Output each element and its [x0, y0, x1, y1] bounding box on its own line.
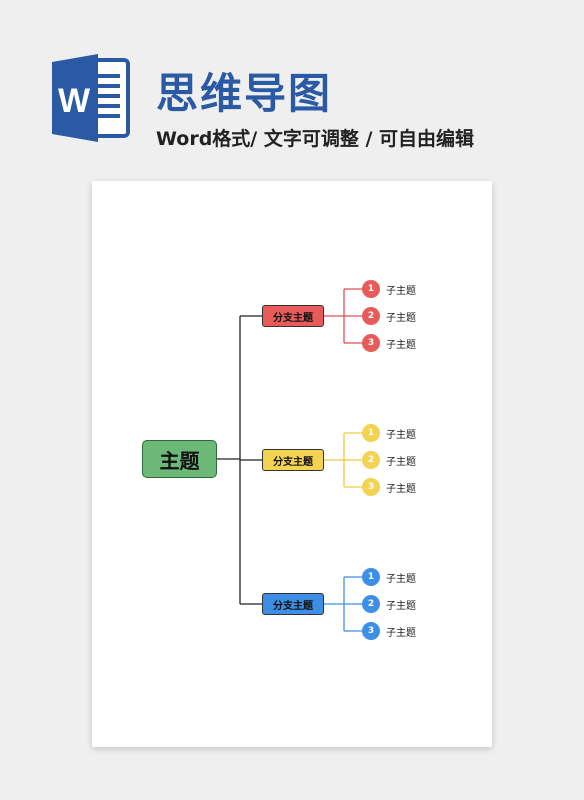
root-topic[interactable]: 主题 [142, 440, 217, 478]
branch-topic-3[interactable]: 分支主题 [262, 593, 324, 615]
subtopic-label[interactable]: 子主题 [386, 457, 416, 468]
subtopic-number-badge: 3 [362, 478, 380, 496]
word-icon: W [52, 54, 130, 142]
subtopic-label[interactable]: 子主题 [386, 286, 416, 297]
page-subtitle: Word格式/ 文字可调整 / 可自由编辑 [156, 128, 475, 150]
subtopic-label[interactable]: 子主题 [386, 484, 416, 495]
subtopic-number-badge: 1 [362, 280, 380, 298]
subtopic-number-badge: 1 [362, 424, 380, 442]
subtopic-number-badge: 2 [362, 307, 380, 325]
subtopic-label[interactable]: 子主题 [386, 430, 416, 441]
subtopic-number-badge: 1 [362, 568, 380, 586]
subtopic-label[interactable]: 子主题 [386, 574, 416, 585]
subtopic-number-badge: 3 [362, 622, 380, 640]
subtopic-number-badge: 3 [362, 334, 380, 352]
page-title: 思维导图 [156, 69, 333, 118]
subtopic-label[interactable]: 子主题 [386, 601, 416, 612]
subtopic-label[interactable]: 子主题 [386, 628, 416, 639]
word-logo-letter: W [58, 82, 91, 120]
branch-topic-2[interactable]: 分支主题 [262, 449, 324, 471]
page-header: W 思维导图 Word格式/ 文字可调整 / 可自由编辑 [0, 0, 584, 170]
subtopic-label[interactable]: 子主题 [386, 340, 416, 351]
subtopic-label[interactable]: 子主题 [386, 313, 416, 324]
branch-topic-1[interactable]: 分支主题 [262, 305, 324, 327]
subtopic-number-badge: 2 [362, 595, 380, 613]
subtopic-number-badge: 2 [362, 451, 380, 469]
